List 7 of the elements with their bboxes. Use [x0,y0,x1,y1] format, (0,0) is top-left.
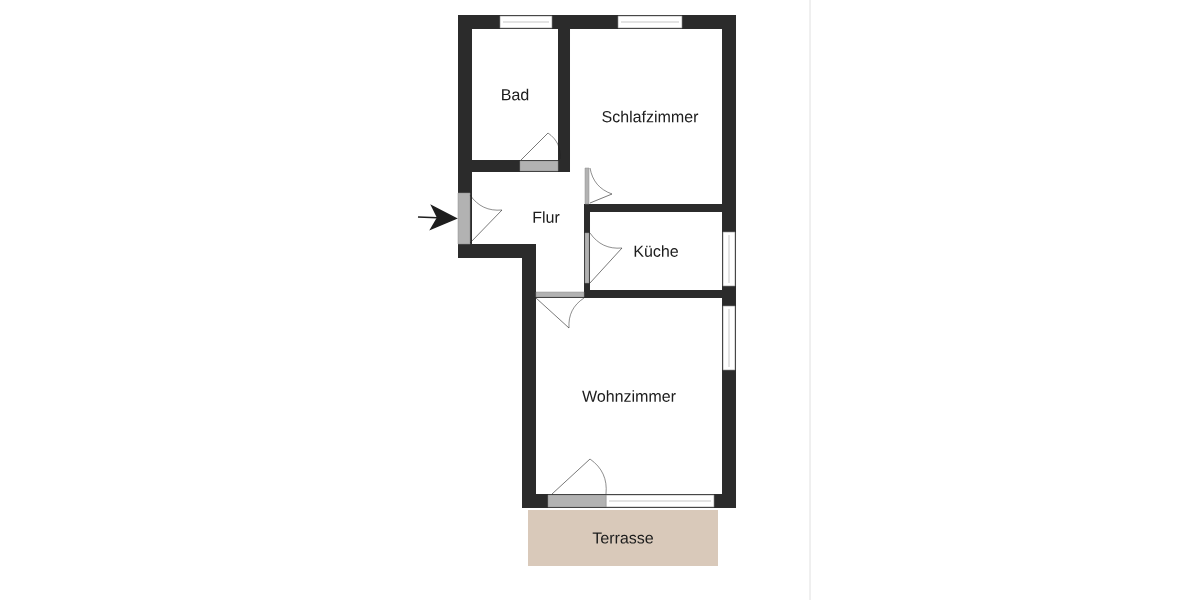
room-area: Bad [502,88,529,101]
room-area: Küche [634,245,678,257]
door-symbol [457,192,503,245]
room-area: Wohnzimmer [582,390,676,402]
room-area: Flur [533,211,560,223]
room-area: Schlafzimmer [602,110,699,123]
terrace-area: Terrasse [528,510,718,566]
